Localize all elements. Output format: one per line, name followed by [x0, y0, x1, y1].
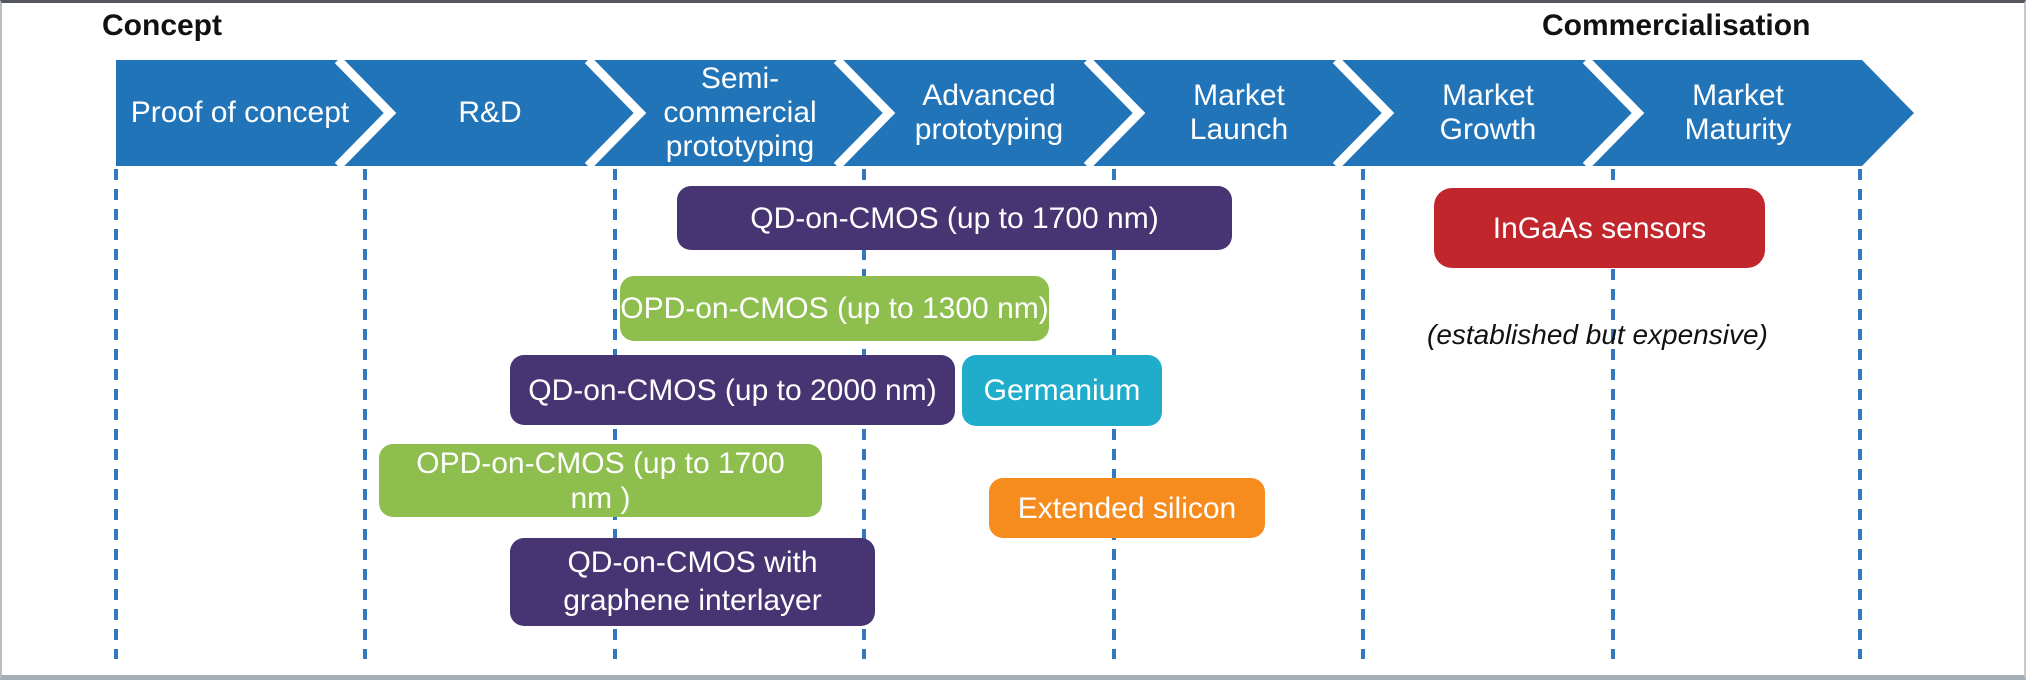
stage-label-line: Launch	[1189, 113, 1289, 146]
box-label-line: QD-on-CMOS (up to 1700 nm)	[750, 201, 1159, 235]
chevron-separator-icon	[833, 56, 896, 170]
stage-label-line: Maturity	[1684, 113, 1792, 146]
ingaas-note: (established but expensive)	[1427, 319, 1768, 350]
box-label-line: Extended silicon	[1017, 491, 1237, 525]
box-label-line: graphene interlayer	[563, 584, 822, 617]
box-opd-on-cmos-1700nm: OPD-on-CMOS (up to 1700 nm )	[379, 444, 822, 517]
box-label-line: nm )	[570, 481, 631, 515]
stage-advanced-prototyping: Advanced prototyping	[864, 60, 1114, 166]
box-label-line: QD-on-CMOS (up to 2000 nm)	[528, 373, 937, 407]
box-label-line: Germanium	[983, 374, 1141, 407]
box-label-line: QD-on-CMOS with	[567, 546, 818, 579]
stage-label-line: Semi-	[700, 62, 780, 95]
chevron-separator-icon	[584, 56, 647, 170]
box-label-line: OPD-on-CMOS (up to 1300 nm)	[620, 292, 1049, 325]
box-qd-on-cmos-graphene: QD-on-CMOS with graphene interlayer	[510, 538, 875, 626]
box-qd-on-cmos-2000nm: QD-on-CMOS (up to 2000 nm)	[510, 355, 955, 425]
stage-label-line: Market	[1442, 79, 1534, 112]
chevron-separator-icon	[1083, 56, 1146, 170]
box-label-line: OPD-on-CMOS (up to 1700	[416, 446, 785, 480]
stage-label-line: prototyping	[914, 113, 1064, 146]
stage-market-launch: Market Launch	[1114, 60, 1364, 166]
chevron-separator-icon	[334, 56, 397, 170]
stage-label-line: Advanced	[922, 79, 1056, 112]
commercialisation-label: Commercialisation	[1542, 9, 1811, 42]
stage-proof-of-concept: Proof of concept	[115, 60, 365, 166]
stage-label-line: Growth	[1439, 113, 1537, 146]
stage-semi-commercial-prototyping: Semi- commercial prototyping	[615, 60, 865, 166]
box-extended-silicon: Extended silicon	[989, 478, 1265, 538]
box-qd-on-cmos-1700nm: QD-on-CMOS (up to 1700 nm)	[677, 186, 1232, 250]
box-label-line: InGaAs sensors	[1492, 211, 1707, 245]
stage-label-line: Proof of concept	[130, 96, 350, 129]
stage-market-maturity: Market Maturity	[1613, 60, 1863, 166]
chevron-separator-icon	[1332, 56, 1395, 170]
arrow-body	[116, 60, 1914, 166]
concept-label: Concept	[102, 9, 222, 42]
stage-label-line: Market	[1193, 79, 1285, 112]
box-ingaas-sensors: InGaAs sensors	[1434, 188, 1765, 268]
chevron-separator-icon	[1582, 56, 1645, 170]
box-germanium: Germanium	[962, 355, 1162, 426]
stage-market-growth: Market Growth	[1363, 60, 1613, 166]
stage-label-line: prototyping	[665, 130, 815, 163]
box-opd-on-cmos-1300nm: OPD-on-CMOS (up to 1300 nm)	[620, 276, 1049, 341]
timeline-arrow	[114, 56, 1914, 659]
stage-label-line: R&D	[458, 96, 522, 129]
stage-r-and-d: R&D	[365, 60, 615, 166]
stage-label-line: Market	[1692, 79, 1784, 112]
stage-label-line: commercial	[663, 96, 817, 129]
